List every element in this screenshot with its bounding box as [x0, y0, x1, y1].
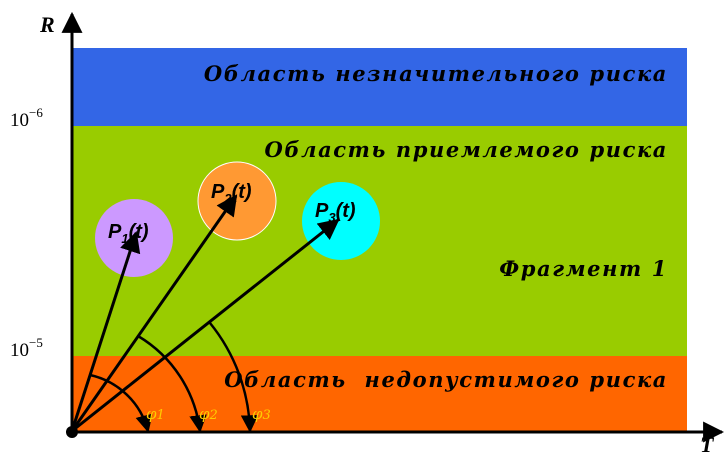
negligible-risk-zone	[72, 48, 687, 126]
angle-phi2-arc	[137, 334, 207, 433]
point-p2-label: P2(t)	[211, 181, 252, 206]
angle-phi2-label: φ2	[199, 405, 218, 423]
angle-phi1-arc	[89, 373, 153, 433]
fragment-label: Фрагмент 1	[499, 256, 668, 281]
tick-label-1e-5: 10−5	[10, 335, 43, 361]
unacceptable-risk-label: Область недопустимого риска	[224, 367, 668, 392]
angle-phi3-label: φ3	[252, 405, 271, 423]
tick-label-1e-6: 10−6	[10, 105, 43, 131]
vector-p3	[71, 218, 340, 433]
y-axis-label: R	[39, 12, 55, 37]
origin-dot	[66, 426, 78, 438]
angle-phi1-label: φ1	[146, 405, 165, 423]
angle-phi3-arc	[209, 322, 259, 433]
negligible-risk-label: Область незначительного риска	[204, 61, 668, 86]
acceptable-risk-label: Область приемлемого риска	[264, 137, 668, 162]
vector-p1	[70, 231, 141, 432]
vector-p2	[70, 194, 238, 432]
x-axis-label: T	[700, 432, 715, 455]
point-p3-label: P3(t)	[315, 200, 356, 225]
acceptable-risk-zone	[72, 126, 687, 356]
point-p3-circle	[302, 182, 380, 260]
point-p1-label: P1(t)	[108, 221, 149, 246]
